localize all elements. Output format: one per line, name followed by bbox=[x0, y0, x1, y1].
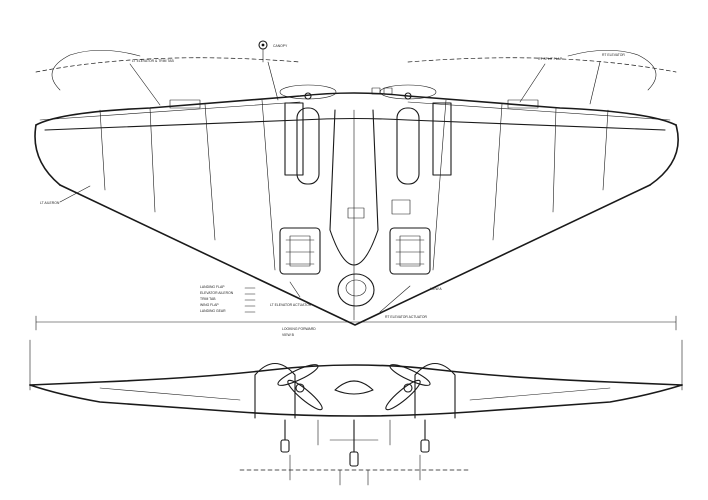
note-rt-elevator: RT ELEVATOR bbox=[602, 53, 625, 57]
right-propeller bbox=[379, 84, 437, 100]
control-surface-line bbox=[39, 101, 671, 121]
phantom-elevator-right bbox=[567, 49, 657, 91]
right-wing-tip bbox=[649, 124, 679, 186]
wing-leading-edge bbox=[35, 92, 677, 126]
rear-spar-line bbox=[44, 117, 666, 131]
note-rt-split-flap: RT SPLIT FLAP bbox=[538, 57, 563, 61]
span-dimension-line bbox=[29, 315, 683, 391]
right-wheel-well bbox=[389, 227, 431, 275]
note-lt-elevator-actuator: LT ELEVATOR ACTUATOR bbox=[270, 303, 312, 307]
front-canopy bbox=[334, 380, 374, 395]
right-propeller-front bbox=[385, 364, 431, 411]
left-propeller bbox=[279, 84, 337, 100]
left-wheel-well bbox=[279, 227, 321, 275]
front-wing-upper bbox=[29, 364, 683, 386]
right-aileron-box bbox=[507, 99, 539, 109]
annotations: LT ELEVATOR & TRIM TAB CANOPY RT SPLIT F… bbox=[40, 44, 625, 337]
leader-lines bbox=[59, 61, 601, 313]
front-wing-lower bbox=[29, 384, 683, 417]
legend-wing-flap: WING FLAP bbox=[200, 303, 219, 307]
left-wing-tip bbox=[34, 124, 61, 186]
left-propeller-front bbox=[277, 364, 323, 411]
right-flap-bay bbox=[432, 102, 452, 176]
plan-view bbox=[34, 40, 679, 326]
note-view-a: VIEW A bbox=[430, 287, 442, 291]
phantom-elevator-left bbox=[51, 49, 141, 91]
note-view-b: VIEW B bbox=[282, 333, 295, 337]
note-rt-elevator-actuator: RT ELEVATOR ACTUATOR bbox=[385, 315, 428, 319]
left-flap-bay bbox=[284, 102, 304, 176]
legend-landing-flap: LANDING FLAP bbox=[200, 285, 225, 289]
hinge-stations bbox=[99, 99, 609, 271]
cockpit-dome bbox=[337, 273, 375, 307]
left-nacelle bbox=[296, 107, 320, 185]
front-view bbox=[29, 315, 683, 486]
right-nacelle bbox=[396, 107, 420, 185]
left-aileron-box bbox=[169, 99, 201, 109]
hidden-line bbox=[35, 57, 677, 73]
note-canopy: CANOPY bbox=[273, 44, 288, 48]
note-looking-forward: LOOKING FORWARD bbox=[282, 327, 316, 331]
wing-trailing-edge bbox=[59, 184, 651, 326]
note-lt-aileron: LT AILERON bbox=[40, 201, 60, 205]
legend-trim-tab: TRIM TAB bbox=[200, 297, 216, 301]
legend-elevator-aileron: ELEVATOR AILERON bbox=[200, 291, 234, 295]
left-nacelle-front bbox=[254, 362, 296, 419]
note-lt-elevator: LT ELEVATOR & TRIM TAB bbox=[132, 59, 174, 63]
legend-landing-gear: LANDING GEAR bbox=[200, 309, 226, 313]
right-nacelle-front bbox=[414, 362, 456, 419]
